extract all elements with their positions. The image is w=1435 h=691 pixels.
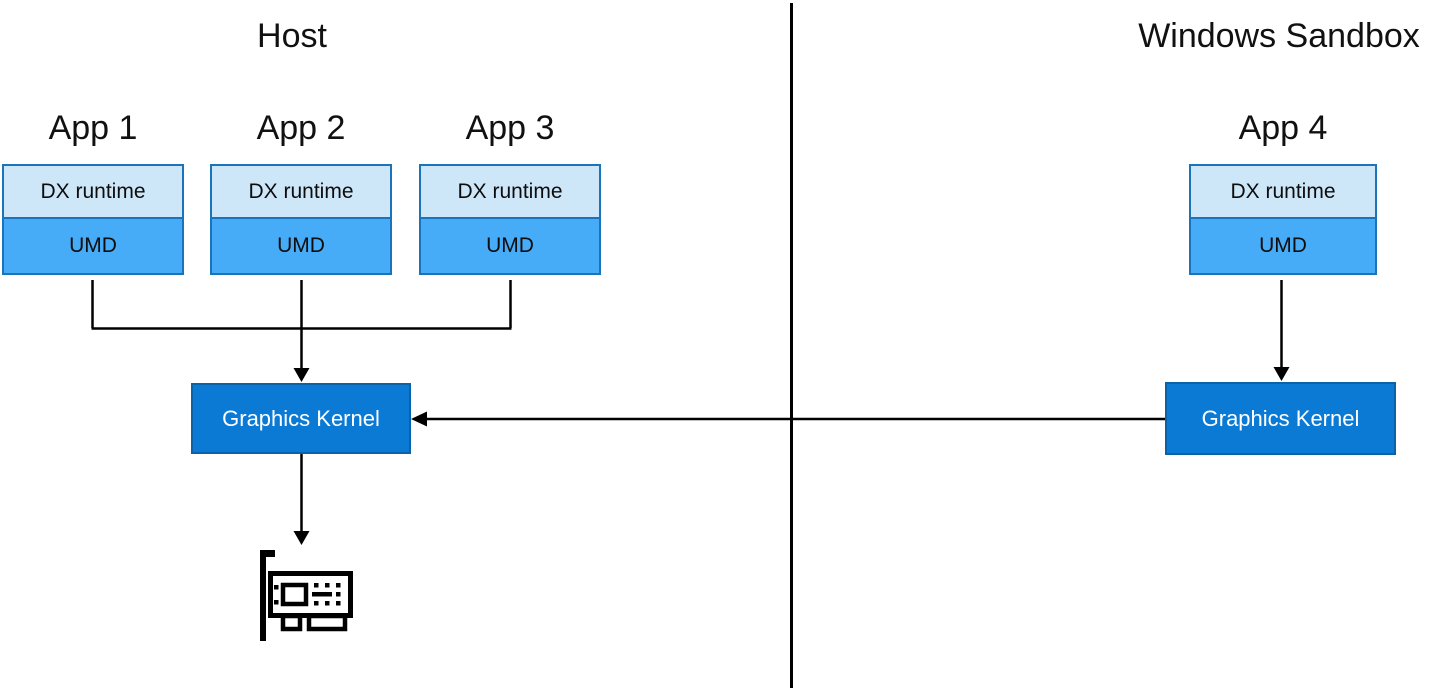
kernel-to-gpu-arrowhead xyxy=(293,531,310,545)
app4-label: App 4 xyxy=(1238,109,1328,147)
sandbox-to-host-kernel-arrowhead xyxy=(411,411,427,427)
gpu-dot xyxy=(336,601,341,606)
gpu-dot xyxy=(336,592,341,597)
app3-umd-layer: UMD xyxy=(421,219,599,273)
app2-box: DX runtime UMD xyxy=(210,164,392,275)
app1-dx-runtime-layer: DX runtime xyxy=(4,166,182,219)
gpu-chip-shape xyxy=(280,582,309,607)
gpu-slot-bar xyxy=(312,592,332,597)
app1-box: DX runtime UMD xyxy=(2,164,184,275)
apps-to-kernel-arrowhead xyxy=(293,368,310,382)
app4-dx-runtime-layer: DX runtime xyxy=(1191,166,1375,219)
gpu-dot xyxy=(325,601,330,606)
app3-label: App 3 xyxy=(465,109,555,147)
app1-stack: App 1 DX runtime UMD xyxy=(2,104,184,275)
app2-umd-layer: UMD xyxy=(212,219,390,273)
app3-box: DX runtime UMD xyxy=(419,164,601,275)
app4-to-kernel-arrowhead xyxy=(1273,367,1290,381)
app4-stack: App 4 DX runtime UMD xyxy=(1189,104,1377,275)
app4-box: DX runtime UMD xyxy=(1189,164,1377,275)
gpu-connector-tab xyxy=(306,613,348,632)
app3-stack: App 3 DX runtime UMD xyxy=(419,104,601,275)
gpu-dot xyxy=(336,583,341,588)
gpu-connector-tab xyxy=(280,613,303,632)
gpu-dot xyxy=(325,583,330,588)
app4-umd-layer: UMD xyxy=(1191,219,1375,273)
app3-dx-runtime-layer: DX runtime xyxy=(421,166,599,219)
app2-stack: App 2 DX runtime UMD xyxy=(210,104,392,275)
gpu-dot xyxy=(274,600,279,605)
app2-dx-runtime-layer: DX runtime xyxy=(212,166,390,219)
gpu-dot xyxy=(274,585,279,590)
gpu-dot xyxy=(314,601,319,606)
host-section-title: Host xyxy=(257,17,327,55)
sandbox-graphics-kernel-box: Graphics Kernel xyxy=(1165,382,1396,455)
gpu-dot xyxy=(314,583,319,588)
app2-label: App 2 xyxy=(256,109,346,147)
gpu-card-icon xyxy=(260,550,353,641)
sandbox-section-title: Windows Sandbox xyxy=(1138,17,1420,55)
host-graphics-kernel-box: Graphics Kernel xyxy=(191,383,411,454)
app1-label: App 1 xyxy=(48,109,138,147)
gpu-bracket-shape xyxy=(260,550,275,641)
app1-umd-layer: UMD xyxy=(4,219,182,273)
